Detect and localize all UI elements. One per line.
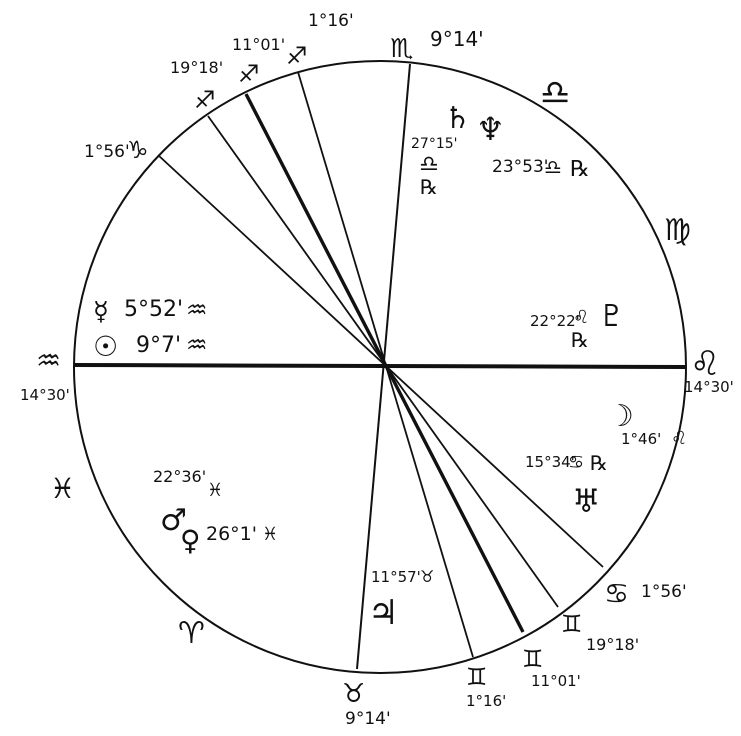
mc-ic-axis	[356, 63, 411, 670]
venus-sign: ♓	[262, 524, 278, 545]
cusp-sign-ic: ♉	[342, 679, 365, 709]
cusp-sign-asc: ♒	[36, 344, 61, 377]
mercury-icon: ☿	[93, 297, 109, 327]
pluto-retrograde: ℞	[571, 328, 589, 352]
planet-mercury: ☿ 5°52' ♒	[93, 296, 208, 327]
mars-sign: ♓	[207, 480, 223, 501]
neptune-retrograde: ℞	[570, 157, 590, 182]
planet-venus: ♀ 26°1' ♓	[180, 523, 278, 557]
mercury-degree: 5°52'	[124, 297, 183, 322]
planet-mars: 22°36' ♓ ♂	[153, 467, 223, 538]
pluto-icon: ♇	[598, 299, 625, 334]
cusp-sign-h11: ♐	[286, 42, 308, 70]
cusp-sign-h6: ♊	[561, 610, 583, 638]
cusp-degree-dsc: 14°30'	[684, 378, 734, 396]
cusp-degree-asc: 14°30'	[20, 386, 70, 404]
cusp-label-h11: ♐ 1°16'	[286, 11, 354, 70]
jupiter-sign: ♉	[420, 567, 434, 586]
cusp-sign-h12b: ♑	[127, 136, 149, 164]
planet-saturn: ♄ 27°15' ♎ ℞	[411, 101, 471, 199]
planet-sun: ☉ 9°7' ♒	[93, 330, 208, 363]
cusp-line-12b	[157, 154, 604, 568]
neptune-sign: ♎	[544, 155, 562, 179]
saturn-retrograde: ℞	[420, 175, 438, 199]
pluto-degree: 22°22'	[530, 312, 580, 330]
cusp-degree-h12: 19°18'	[170, 58, 223, 77]
cusp-sign-h11b: ♐	[238, 60, 260, 88]
saturn-degree: 27°15'	[411, 136, 457, 152]
jupiter-degree: 11°57'	[371, 568, 421, 586]
cusp-degree-h6: 19°18'	[586, 635, 639, 654]
planet-moon: ☽ 1°46' ♌	[607, 399, 687, 449]
venus-degree: 26°1'	[206, 523, 257, 545]
planet-pluto: ♇ 22°22' ♌ ℞	[530, 299, 625, 352]
cusp-label-h6b: ♋ 1°56'	[604, 577, 687, 610]
mars-degree: 22°36'	[153, 467, 206, 486]
cusp-label-h12b: 1°56' ♑	[84, 136, 149, 164]
cusp-label-h12: ♐ 19°18'	[170, 58, 223, 114]
cusp-label-ic: ♉ 9°14'	[342, 679, 391, 729]
saturn-icon: ♄	[444, 101, 471, 136]
uranus-degree: 15°34'	[525, 453, 575, 471]
cusp-label-h5: ♊ 1°16'	[466, 663, 506, 710]
uranus-sign: ♋	[568, 452, 584, 473]
cusp-sign-h6b: ♋	[604, 577, 629, 610]
cusp-degree-h11b: 11°01'	[232, 35, 285, 54]
cusp-degree-h5b: 11°01'	[531, 672, 581, 690]
sign-aries-glyph: ♈	[178, 616, 205, 651]
cusp-label-h6: ♊ 19°18'	[561, 610, 639, 654]
cusp-degree-h6b: 1°56'	[641, 582, 687, 602]
sun-sign: ♒	[186, 331, 208, 359]
cusp-sign-h5: ♊	[466, 663, 488, 691]
moon-sign: ♌	[671, 428, 687, 449]
planet-neptune: ♆ 23°53' ♎ ℞	[476, 110, 590, 182]
cusp-degree-mc: 9°14'	[430, 27, 484, 51]
planet-jupiter: 11°57' ♉ ♃	[368, 567, 434, 633]
mars-icon: ♂	[160, 503, 187, 538]
ascendant-descendant-axis	[73, 363, 687, 369]
cusp-degree-h11: 1°16'	[308, 11, 354, 31]
sun-icon: ☉	[93, 330, 118, 363]
uranus-retrograde: ℞	[590, 451, 608, 475]
cusp-sign-mc: ♏	[390, 34, 413, 64]
sun-degree: 9°7'	[136, 333, 181, 358]
cusp-sign-h12: ♐	[194, 86, 216, 114]
cusp-label-h5b: ♊ 11°01'	[522, 645, 581, 690]
sign-pisces-glyph: ♓	[50, 472, 75, 505]
cusp-label-mc: ♏ 9°14'	[390, 27, 484, 64]
uranus-icon: ♅	[572, 482, 601, 520]
cusp-degree-h5: 1°16'	[466, 692, 506, 710]
cusp-label-dsc: ♌ 14°30'	[684, 344, 734, 396]
moon-degree: 1°46'	[621, 430, 661, 448]
mercury-sign: ♒	[186, 296, 208, 324]
moon-icon: ☽	[607, 399, 634, 434]
cusp-label-h11b: ♐ 11°01'	[232, 35, 285, 88]
jupiter-icon: ♃	[368, 593, 398, 633]
venus-icon: ♀	[180, 524, 201, 557]
cusp-degree-ic: 9°14'	[345, 709, 391, 729]
cusp-label-asc: ♒ 14°30'	[20, 344, 70, 404]
neptune-icon: ♆	[476, 110, 505, 148]
saturn-sign: ♎	[419, 152, 439, 177]
sign-libra-glyph: ♎	[540, 73, 570, 113]
cusp-sign-dsc: ♌	[690, 344, 720, 384]
cusp-degree-h12b: 1°56'	[84, 142, 130, 162]
pluto-sign: ♌	[573, 307, 589, 328]
sign-virgo-glyph: ♍	[664, 213, 691, 248]
neptune-degree: 23°53'	[492, 157, 548, 177]
cusp-sign-h5b: ♊	[522, 645, 544, 673]
cusp-line-12	[207, 115, 559, 608]
planet-uranus: 15°34' ♋ ℞ ♅	[525, 451, 608, 520]
